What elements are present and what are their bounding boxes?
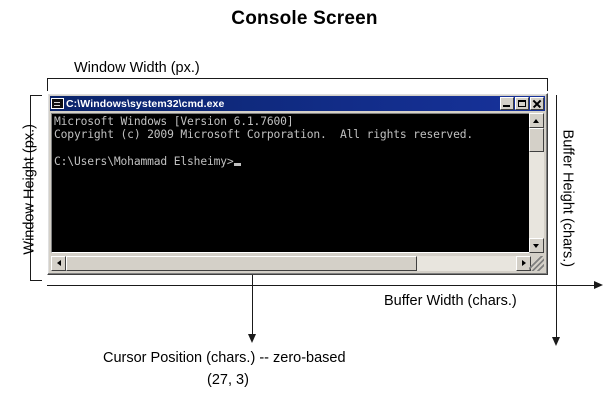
title-bar[interactable]: C:\Windows\system32\cmd.exe: [50, 96, 545, 111]
triangle-right-icon: [521, 260, 526, 266]
console-window[interactable]: C:\Windows\system32\cmd.exe Microsoft Wi…: [47, 93, 548, 275]
horizontal-scroll-track[interactable]: [66, 256, 516, 271]
horizontal-scrollbar[interactable]: [51, 256, 531, 271]
console-output: Microsoft Windows [Version 6.1.7600] Cop…: [52, 114, 530, 169]
window-height-label: Window Height (px.): [21, 124, 38, 255]
cursor-position-arrowhead-icon: [248, 334, 256, 343]
vertical-scroll-track[interactable]: [529, 128, 544, 238]
window-height-bracket: [30, 95, 42, 281]
triangle-left-icon: [56, 260, 61, 266]
scroll-up-button[interactable]: [529, 113, 544, 128]
window-width-bracket: [47, 78, 548, 91]
vertical-scrollbar[interactable]: [529, 113, 544, 253]
triangle-down-icon: [533, 243, 539, 248]
buffer-height-arrowhead-icon: [552, 337, 560, 346]
buffer-height-axis-line: [556, 95, 557, 338]
cursor-coordinates-label: (27, 3): [207, 372, 249, 388]
scroll-down-button[interactable]: [529, 238, 544, 253]
window-title: C:\Windows\system32\cmd.exe: [66, 97, 225, 110]
window-width-label: Window Width (px.): [74, 60, 200, 76]
triangle-up-icon: [533, 118, 539, 123]
console-output-text: Microsoft Windows [Version 6.1.7600] Cop…: [54, 115, 474, 169]
console-text-area[interactable]: Microsoft Windows [Version 6.1.7600] Cop…: [51, 113, 531, 253]
text-caret: [233, 163, 241, 167]
horizontal-scroll-thumb[interactable]: [66, 256, 417, 271]
window-controls: [500, 97, 544, 110]
close-button[interactable]: [530, 97, 544, 110]
scroll-left-button[interactable]: [51, 256, 66, 271]
vertical-scroll-thumb[interactable]: [529, 128, 544, 152]
cursor-position-label: Cursor Position (chars.) -- zero-based: [103, 350, 346, 366]
cmd-icon: [51, 98, 64, 109]
buffer-width-arrowhead-icon: [594, 281, 603, 289]
resize-grip[interactable]: [529, 256, 544, 271]
buffer-width-axis-line: [47, 285, 595, 286]
buffer-height-label: Buffer Height (chars.): [559, 129, 576, 268]
minimize-button[interactable]: [500, 97, 514, 110]
buffer-width-label: Buffer Width (chars.): [384, 293, 517, 309]
page-title: Console Screen: [231, 8, 378, 29]
maximize-button[interactable]: [515, 97, 529, 110]
